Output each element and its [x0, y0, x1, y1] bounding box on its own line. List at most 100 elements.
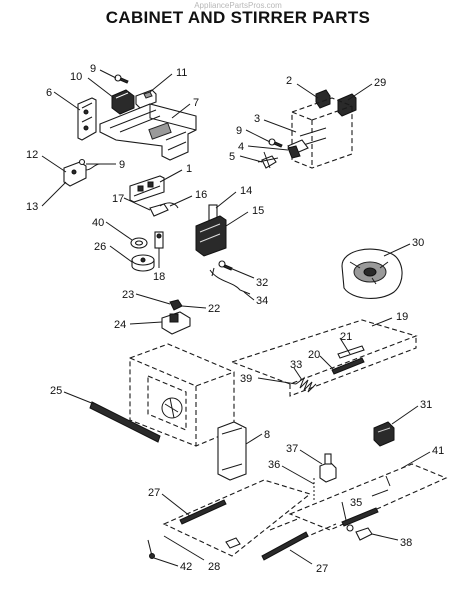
leader-39: [257, 377, 297, 385]
callout-13: 13: [26, 201, 38, 213]
part-24-bracket: [161, 311, 191, 335]
callout-41: 41: [432, 445, 444, 457]
leader-15: [225, 211, 249, 227]
leader-22: [181, 305, 207, 309]
callout-21: 21: [340, 331, 352, 343]
part-1-control-board: [129, 175, 165, 203]
part-34-wire: [209, 267, 251, 295]
callout-17: 17: [112, 193, 124, 205]
callout-15: 15: [252, 205, 264, 217]
leader-7: [171, 103, 191, 119]
callout-40: 40: [92, 217, 104, 229]
callout-29: 29: [374, 77, 386, 89]
callout-23: 23: [122, 289, 134, 301]
leader-8: [245, 433, 263, 445]
callout-42: 42: [180, 561, 192, 573]
callout-39: 39: [240, 373, 252, 385]
leader-27a: [161, 493, 191, 517]
leader-20: [319, 355, 335, 371]
part-9-screw-top: [114, 74, 129, 84]
part-26-motor: [131, 254, 155, 272]
part-30-stirrer-cover: [341, 248, 403, 299]
leader-10: [87, 77, 115, 99]
leader-19: [371, 317, 393, 327]
part-42-screw: [147, 539, 155, 559]
callout-26: 26: [94, 241, 106, 253]
callout-12: 12: [26, 149, 38, 161]
callout-22: 22: [208, 303, 220, 315]
callout-35: 35: [350, 497, 362, 509]
leader-32: [229, 267, 255, 279]
leader-5: [239, 155, 263, 163]
leader-38: [371, 533, 399, 541]
leader-27b: [289, 549, 313, 565]
part-28-bracket: [225, 537, 241, 549]
leader-35: [341, 501, 347, 521]
leader-26: [109, 245, 133, 263]
callout-25: 25: [50, 385, 62, 397]
part-17-clip: [149, 202, 179, 217]
part-38-clamp: [355, 527, 373, 541]
leader-41: [401, 451, 431, 469]
part-40-ring: [130, 237, 148, 249]
part-10-block: [111, 89, 135, 115]
leader-30: [383, 243, 411, 257]
part-5-fan: [257, 151, 279, 169]
leader-31: [391, 405, 419, 425]
leader-11: [149, 73, 173, 93]
callout-9-top: 9: [90, 63, 96, 75]
callout-labels: 1 2 3 4 5 6 7 8 9 9 9 10 11 12 13 14 15 …: [26, 63, 444, 575]
leader-13: [41, 181, 67, 207]
leader-3: [263, 119, 297, 133]
callout-33: 33: [290, 359, 302, 371]
callout-1: 1: [186, 163, 192, 175]
callout-14: 14: [240, 185, 252, 197]
callout-3: 3: [254, 113, 260, 125]
part-33-spring: [295, 376, 317, 393]
part-20-rod: [331, 357, 365, 375]
callout-19: 19: [396, 311, 408, 323]
callout-28: 28: [208, 561, 220, 573]
watermark: AppliancePartsPros.com: [194, 1, 282, 10]
part-27-rail-b: [261, 531, 309, 561]
part-15-magnetron: [195, 204, 227, 257]
leader-28: [163, 535, 205, 561]
part-25-trim-strip: [89, 401, 161, 443]
leader-9a: [99, 69, 117, 79]
leader-36: [281, 465, 315, 485]
callout-5: 5: [229, 151, 235, 163]
part-29-switch: [337, 93, 357, 117]
leader-37: [299, 449, 323, 465]
part-32-screw: [218, 260, 233, 271]
leader-14: [215, 191, 237, 209]
callout-18: 18: [153, 271, 165, 283]
part-12-switch: [63, 158, 101, 187]
leader-21: [339, 337, 351, 355]
leader-24: [129, 321, 163, 325]
leader-33: [293, 367, 303, 381]
leader-17: [123, 197, 151, 211]
part-23-sensor: [169, 299, 183, 311]
part-7-housing: [99, 103, 197, 161]
part-35-slide: [341, 507, 379, 532]
callout-6: 6: [46, 87, 52, 99]
callout-34: 34: [256, 295, 268, 307]
leader-40: [105, 221, 133, 241]
callout-24: 24: [114, 319, 126, 331]
leader-25: [63, 391, 95, 405]
leader-lines: [41, 69, 431, 567]
leader-29: [347, 83, 373, 101]
callout-11: 11: [176, 67, 187, 79]
part-3-stirrer-frame: [291, 97, 353, 169]
leader-6: [53, 91, 81, 111]
part-6-bracket: [77, 97, 97, 141]
part-21-rod: [337, 345, 365, 359]
leader-1: [159, 169, 183, 183]
part-2-clip: [315, 89, 331, 109]
part-18-coupler: [154, 231, 164, 249]
callout-37: 37: [286, 443, 298, 455]
leader-9c: [245, 129, 271, 143]
callout-7: 7: [193, 97, 199, 109]
leader-23: [135, 293, 171, 305]
